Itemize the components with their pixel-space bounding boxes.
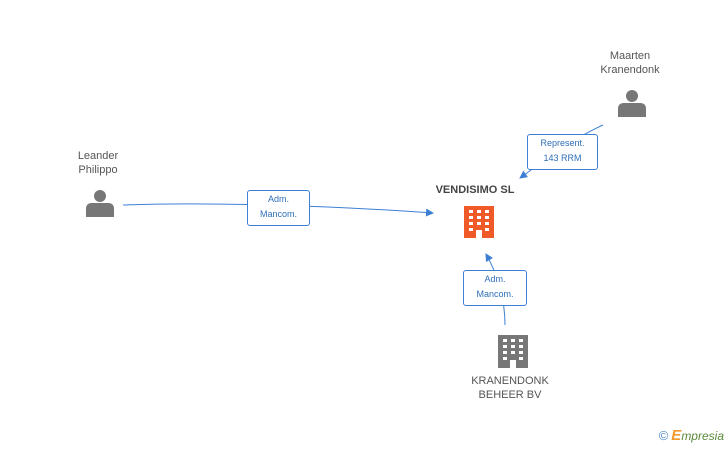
person-name-maarten[interactable]: Maarten Kranendonk: [600, 50, 660, 76]
building-icon[interactable]: [498, 335, 528, 368]
person-icon[interactable]: [618, 90, 646, 117]
company-name-kranendonk-beheer[interactable]: KRANENDONK BEHEER BV: [471, 375, 549, 401]
company-name-vendisimo[interactable]: VENDISIMO SL: [435, 184, 515, 196]
edge-label-line: Mancom.: [476, 289, 514, 299]
edge-label-maarten-role[interactable]: Represent. 143 RRM: [527, 134, 598, 170]
edge-label-line: Adm.: [484, 274, 506, 284]
edge-label-beheer-role[interactable]: Adm. Mancom.: [463, 270, 527, 306]
building-icon[interactable]: [464, 206, 494, 238]
edge-label-line: 143 RRM: [543, 153, 582, 163]
brand-logo-text: mpresia: [681, 429, 724, 443]
copyright-icon: ©: [658, 428, 669, 443]
edge-label-line: Adm.: [267, 194, 289, 204]
brand-logo-letter: E: [671, 427, 682, 444]
edge-label-line: Represent.: [540, 138, 585, 148]
edge-label-leander-role[interactable]: Adm. Mancom.: [247, 190, 310, 226]
edge-label-line: Mancom.: [259, 209, 297, 219]
person-name-leander[interactable]: Leander Philippo: [77, 150, 119, 176]
empresia-watermark: ©Empresia: [659, 427, 724, 444]
person-icon[interactable]: [86, 190, 114, 217]
